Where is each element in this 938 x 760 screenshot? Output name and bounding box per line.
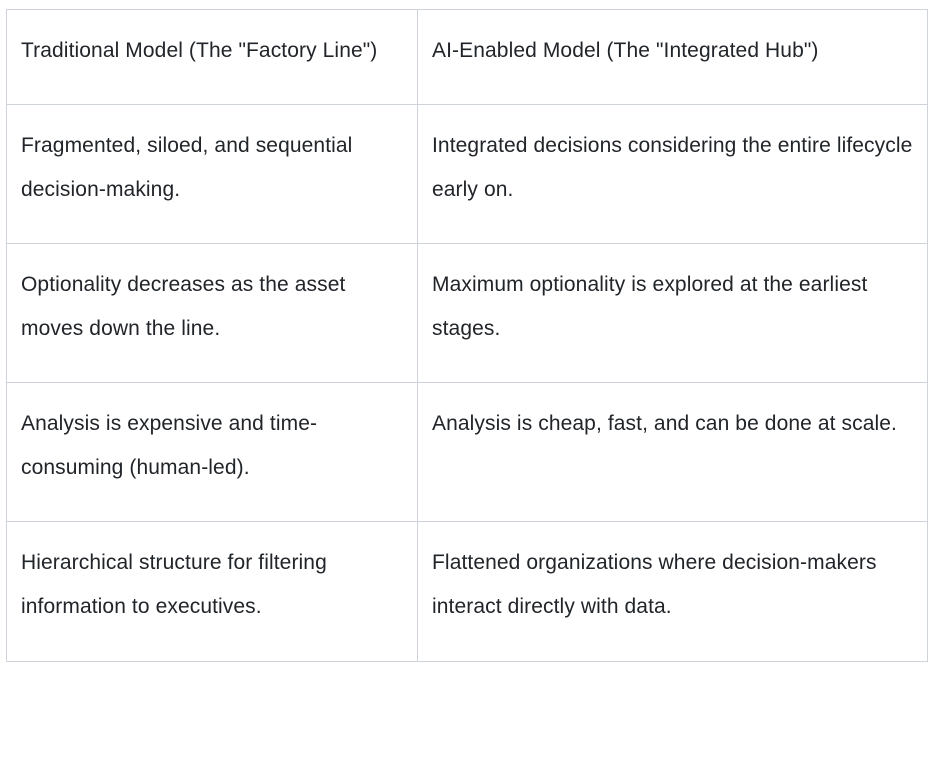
comparison-table: Traditional Model (The "Factory Line") A…: [6, 9, 928, 662]
table-row: Optionality decreases as the asset moves…: [6, 243, 928, 383]
table-row: Fragmented, siloed, and sequential decis…: [6, 104, 928, 244]
table-row: Analysis is expensive and time-consuming…: [6, 382, 928, 522]
cell-ai-decision-making: Integrated decisions considering the ent…: [417, 104, 928, 244]
cell-traditional-decision-making: Fragmented, siloed, and sequential decis…: [6, 104, 418, 244]
table-header-row: Traditional Model (The "Factory Line") A…: [6, 9, 928, 105]
cell-traditional-org-structure: Hierarchical structure for filtering inf…: [6, 521, 418, 662]
cell-ai-analysis-cost: Analysis is cheap, fast, and can be done…: [417, 382, 928, 522]
cell-traditional-analysis-cost: Analysis is expensive and time-consuming…: [6, 382, 418, 522]
cell-ai-org-structure: Flattened organizations where decision-m…: [417, 521, 928, 662]
cell-ai-optionality: Maximum optionality is explored at the e…: [417, 243, 928, 383]
column-header-ai-enabled-model: AI-Enabled Model (The "Integrated Hub"): [417, 9, 928, 105]
cell-traditional-optionality: Optionality decreases as the asset moves…: [6, 243, 418, 383]
table-row: Hierarchical structure for filtering inf…: [6, 521, 928, 662]
column-header-traditional-model: Traditional Model (The "Factory Line"): [6, 9, 418, 105]
table-header: Traditional Model (The "Factory Line") A…: [6, 9, 928, 105]
table-body: Fragmented, siloed, and sequential decis…: [6, 104, 928, 662]
